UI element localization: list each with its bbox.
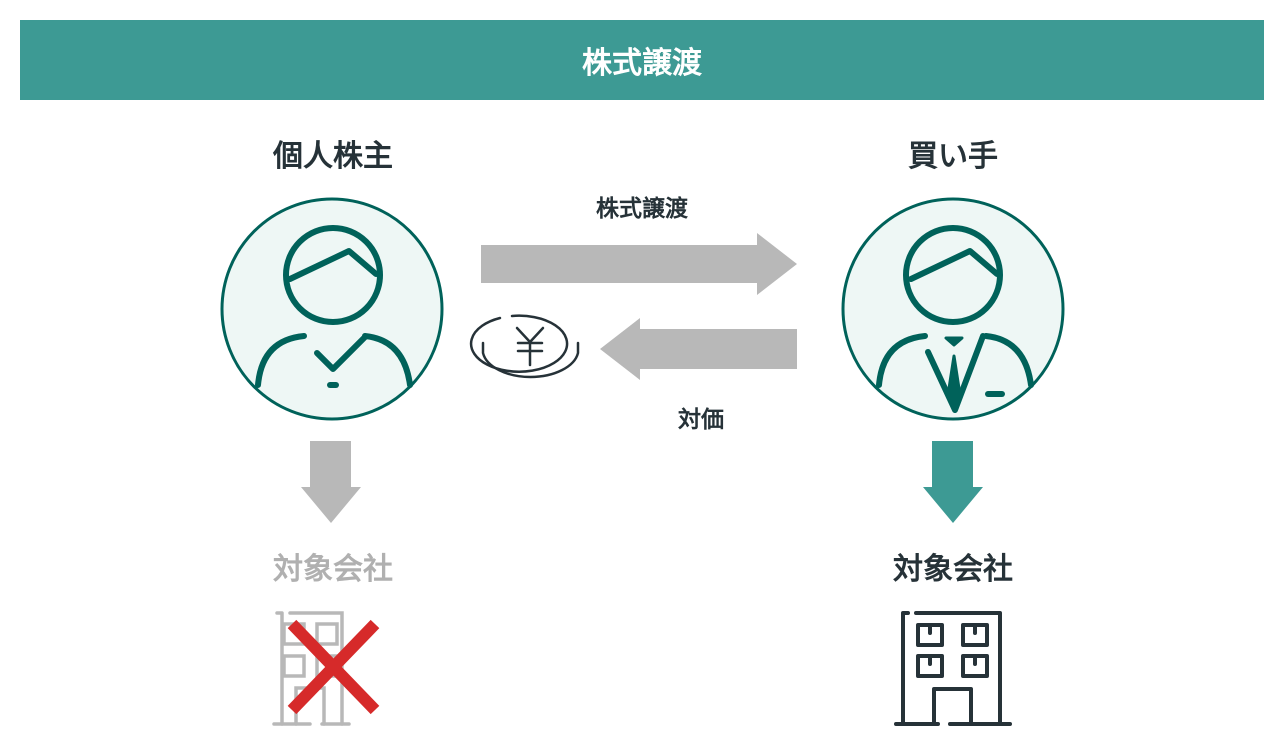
consideration-label: 対価 [678,407,724,433]
cross-mark-icon [287,619,380,715]
building-icon-right [894,611,1012,726]
yen-coin-icon [469,314,580,379]
header-title: 株式譲渡 [20,20,1264,100]
target-company-label-left: 対象会社 [273,552,393,587]
seller-label: 個人株主 [273,139,393,174]
down-arrow-right [923,441,983,523]
buyer-label: 買い手 [908,139,998,174]
consideration-arrow [600,318,797,380]
share-transfer-arrow [481,233,797,295]
buyer-person-icon [841,197,1065,421]
down-arrow-left [301,441,361,523]
share-transfer-label: 株式譲渡 [596,196,688,222]
target-company-label-right: 対象会社 [893,552,1013,587]
seller-person-icon [220,197,444,421]
